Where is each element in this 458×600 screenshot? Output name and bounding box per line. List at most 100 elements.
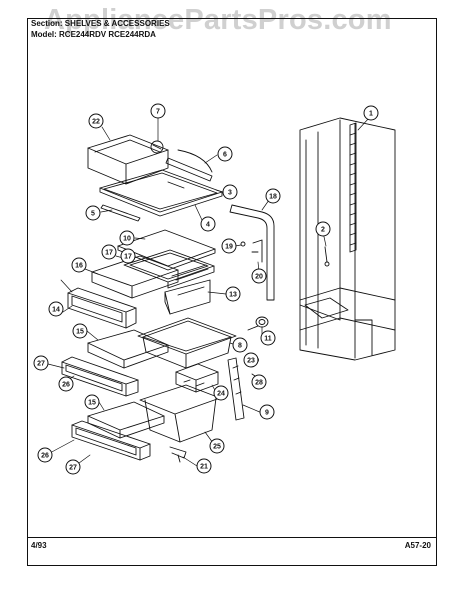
callout-20: 20 (251, 268, 267, 284)
part-3-4-glass-shelf (99, 169, 223, 217)
callout-group: 2276345118210192017161714131511827262328… (33, 103, 379, 475)
callout-24: 24 (213, 385, 229, 401)
part-26-lower-drawer-front (71, 420, 151, 461)
callout-13: 13 (225, 286, 241, 302)
callout-11: 11 (260, 330, 276, 346)
callout-28: 28 (251, 374, 267, 390)
footer-page-code: A57-20 (404, 541, 431, 550)
section-header: Section: SHELVES & ACCESSORIES (31, 19, 170, 28)
part-19-20-bracket (240, 239, 263, 263)
callout-18: 18 (265, 188, 281, 204)
callout-3: 3 (222, 184, 238, 200)
callout-circle (48, 301, 64, 317)
callout-number: 22 (92, 119, 100, 126)
callout-number: 6 (223, 152, 227, 159)
diagram-frame (27, 18, 437, 566)
callout-number: 17 (105, 250, 113, 257)
part-8-crisper-bin (137, 317, 237, 369)
callout-circle (209, 438, 225, 454)
callout-27: 27 (33, 355, 49, 371)
section-value: SHELVES & ACCESSORIES (64, 19, 170, 28)
callout-number: 15 (76, 329, 84, 336)
callout-27: 27 (65, 459, 81, 475)
callout-circle (315, 221, 331, 237)
callout-number: 11 (264, 336, 272, 343)
model-header: Model: RCE244RDV RCE244RDA (31, 30, 156, 39)
callout-2: 2 (315, 221, 331, 237)
part-26-drawer-front (61, 356, 139, 397)
callout-8: 8 (232, 337, 248, 353)
watermark-text: AppliancePartsPros.com (44, 4, 392, 36)
callout-number: 8 (238, 343, 242, 350)
footer-rule (27, 537, 437, 538)
callout-circle (101, 244, 117, 260)
callout-1: 1 (363, 105, 379, 121)
callout-number: 4 (206, 222, 210, 229)
part-10-crisper-cover (117, 229, 216, 271)
callout-16: 16 (71, 257, 87, 273)
cabinet-outline (299, 117, 396, 361)
callout-number: 25 (213, 444, 221, 451)
callout-circle (217, 146, 233, 162)
part-25-bin (139, 384, 221, 443)
callout-number: 3 (228, 190, 232, 197)
footer-date: 4/93 (31, 541, 47, 550)
callout-circle (71, 257, 87, 273)
part-1-shelf-ladder (349, 122, 357, 253)
callout-circle (363, 105, 379, 121)
callout-circle (265, 188, 281, 204)
part-21-clip (169, 446, 187, 463)
callout-17: 17 (120, 248, 136, 264)
callout-26: 26 (37, 447, 53, 463)
callout-circle (232, 337, 248, 353)
model-value: RCE244RDV RCE244RDA (59, 30, 156, 39)
callout-number: 17 (124, 254, 132, 261)
part-11-knob (247, 316, 269, 331)
callout-circle (225, 286, 241, 302)
section-label: Section: (31, 19, 63, 28)
callout-circle (119, 230, 135, 246)
callout-circle (251, 374, 267, 390)
part-15-lower-drawer (87, 401, 165, 439)
callout-9: 9 (259, 404, 275, 420)
callout-17: 17 (101, 244, 117, 260)
callout-25: 25 (209, 438, 225, 454)
callout-15: 15 (84, 394, 100, 410)
part-18-tube (229, 204, 275, 301)
part-22-cover (87, 134, 169, 185)
callout-circle (150, 103, 166, 119)
callout-number: 18 (269, 194, 277, 201)
callout-number: 1 (369, 111, 373, 118)
callout-4: 4 (200, 216, 216, 232)
part-6-trim (165, 149, 213, 182)
callout-number: 27 (37, 361, 45, 368)
model-label: Model: (31, 30, 57, 39)
part-5-strip (100, 204, 141, 222)
callout-number: 28 (255, 380, 263, 387)
part-14-drawer-front (67, 287, 137, 329)
callout-number: 9 (265, 410, 269, 417)
callout-circle (213, 385, 229, 401)
callout-circle (196, 458, 212, 474)
callout-circle (85, 205, 101, 221)
part-7-knob (150, 140, 164, 154)
callout-number: 24 (217, 391, 225, 398)
callout-number: 7 (156, 109, 160, 116)
callout-number: 19 (225, 244, 233, 251)
callout-circle (37, 447, 53, 463)
callout-19: 19 (221, 238, 237, 254)
callout-21: 21 (196, 458, 212, 474)
callout-number: 5 (91, 211, 95, 218)
part-15-drawer (87, 329, 169, 369)
callout-circle (120, 248, 136, 264)
callout-6: 6 (217, 146, 233, 162)
callout-circle (33, 355, 49, 371)
callout-number: 13 (229, 292, 237, 299)
callout-number: 26 (62, 382, 70, 389)
callout-circle (88, 113, 104, 129)
callout-number: 26 (41, 453, 49, 460)
callout-circle (260, 330, 276, 346)
part-17-frame (123, 249, 215, 289)
callout-circle (243, 352, 259, 368)
